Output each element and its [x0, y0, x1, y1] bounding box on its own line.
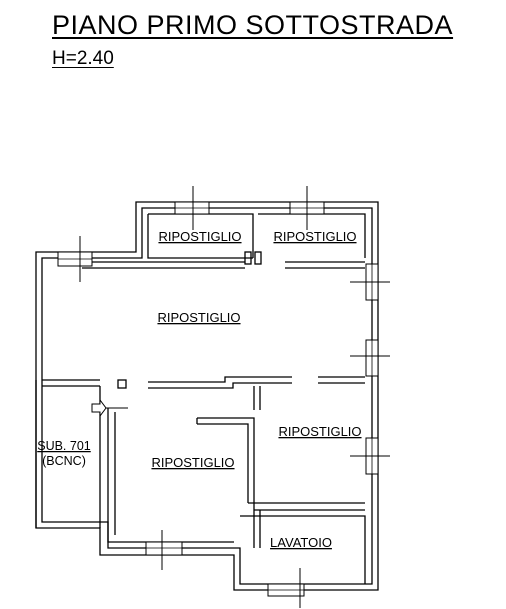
plan-title: PIANO PRIMO SOTTOSTRADA	[52, 10, 454, 40]
floor-height-label: H=2.40	[52, 48, 114, 69]
room-label: LAVATOIO	[270, 535, 332, 550]
room-label: RIPOSTIGLIO	[158, 229, 241, 244]
adjacent-unit-note: (BCNC)	[42, 454, 86, 468]
door-jamb	[254, 251, 262, 265]
wall-top-rooms	[147, 213, 366, 259]
door-jamb	[117, 379, 127, 389]
door-jamb	[244, 251, 252, 265]
wall-south-partition	[196, 417, 255, 503]
wall-partition-middle	[42, 376, 365, 389]
room-label: RIPOSTIGLIO	[273, 229, 356, 244]
room-label: RIPOSTIGLIO	[151, 455, 234, 470]
wall-south-east	[248, 502, 365, 548]
window	[145, 541, 183, 556]
wall-south-room	[107, 408, 234, 543]
room-label: RIPOSTIGLIO	[278, 424, 361, 439]
wall-partition-upper	[82, 261, 365, 269]
entrance-arrow-icon	[91, 398, 107, 418]
wall-lavatoio	[240, 515, 366, 584]
wall-east-room	[253, 386, 261, 410]
room-label: RIPOSTIGLIO	[157, 310, 240, 325]
adjacent-unit-label: SUB. 701	[37, 439, 91, 453]
